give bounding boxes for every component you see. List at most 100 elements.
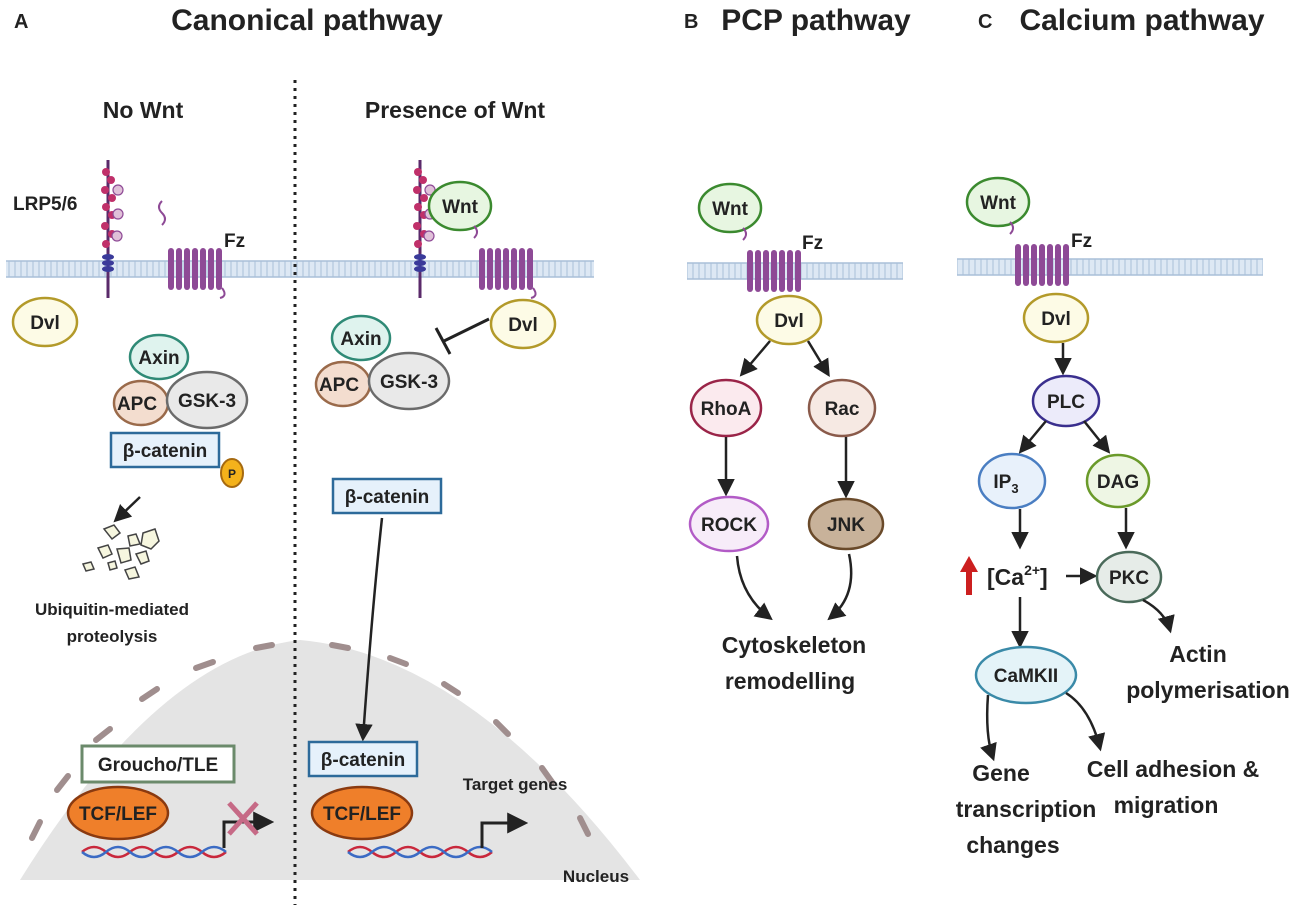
wnt-b-label: Wnt <box>712 199 749 220</box>
panel-b-letter: B <box>684 11 698 33</box>
axin-right-label: Axin <box>340 329 381 350</box>
arrow-plc-ip3 <box>1018 420 1047 454</box>
tcf-right: TCF/LEF <box>310 785 414 841</box>
arrow-camkii-gene <box>980 694 997 762</box>
ip3-node: IP3 <box>977 452 1047 510</box>
frizzled-receptor-c <box>1009 221 1069 286</box>
no-wnt-heading: No Wnt <box>103 97 184 123</box>
beta-catenin-right-label: β-catenin <box>345 487 429 508</box>
rhoa-node: RhoA <box>689 378 763 438</box>
jnk-label: JNK <box>827 515 865 536</box>
adhesion-line1: Cell adhesion & <box>1087 756 1260 782</box>
active-transcription-arrow <box>480 812 529 848</box>
pcp-outcome-line2: remodelling <box>725 668 855 694</box>
ip3-label: IP3 <box>993 472 1018 496</box>
tcf-left-label: TCF/LEF <box>79 804 157 825</box>
camkii-node: CaMKII <box>974 645 1078 705</box>
arrow-plc-dag <box>1083 420 1111 454</box>
dag-label: DAG <box>1097 472 1139 493</box>
beta-catenin-left-label: β-catenin <box>123 441 207 462</box>
wnt-ligand-a: Wnt <box>427 180 493 232</box>
calcium-label: [Ca2+] <box>987 562 1048 590</box>
inhibition-arrow <box>434 317 490 355</box>
arrow-proteolysis <box>113 496 141 523</box>
pcp-panel: Wnt Fz Dvl RhoA Rac <box>687 182 903 694</box>
frizzled-receptor-b <box>742 227 801 292</box>
rock-node: ROCK <box>688 495 770 553</box>
adhesion-line2: migration <box>1114 792 1219 818</box>
apc-right-label: APC <box>319 375 359 396</box>
nucleus-label: Nucleus <box>563 867 629 886</box>
actin-line2: polymerisation <box>1126 677 1290 703</box>
fz-b-label: Fz <box>802 233 823 254</box>
membrane-a <box>6 261 594 277</box>
dvl-c-label: Dvl <box>1041 309 1071 330</box>
dna-right <box>347 845 493 859</box>
arrow-dvl-rhoa <box>739 340 771 377</box>
presence-wnt-heading: Presence of Wnt <box>365 97 546 123</box>
apc-left-label: APC <box>117 394 157 415</box>
beta-catenin-right: β-catenin <box>331 477 443 515</box>
wnt-ligand-b: Wnt <box>697 182 763 234</box>
tcf-left: TCF/LEF <box>66 785 170 841</box>
frizzled-receptor-left <box>158 200 226 299</box>
destruction-complex-right: Axin APC GSK-3 <box>314 314 451 411</box>
dvl-left-label: Dvl <box>30 313 60 334</box>
plc-node: PLC <box>1031 374 1101 428</box>
arrow-camkii-adhesion <box>1065 691 1106 752</box>
groucho-label: Groucho/TLE <box>98 755 218 776</box>
phospho-label: P <box>228 467 236 481</box>
arrow-rock-outcome <box>735 555 773 621</box>
gene-line1: Gene <box>972 760 1030 786</box>
rhoa-label: RhoA <box>701 399 752 420</box>
panel-a-letter: A <box>14 11 28 33</box>
protein-fragments <box>81 524 160 580</box>
gsk-right-label: GSK-3 <box>380 372 438 393</box>
fz-label-left: Fz <box>224 231 245 252</box>
canonical-panel: Nucleus No Wnt LRP5/6 <box>6 80 640 905</box>
destruction-complex-left: Axin APC GSK-3 <box>112 333 249 430</box>
frizzled-receptor-right <box>473 225 537 299</box>
wnt-ligand-c: Wnt <box>965 176 1031 228</box>
fz-c-label: Fz <box>1071 231 1092 252</box>
nuclear-pores <box>29 642 591 841</box>
plc-label: PLC <box>1047 392 1085 413</box>
calcium-panel: Wnt Fz Dvl PLC IP3 D <box>956 176 1290 858</box>
lrp-receptor <box>101 160 124 298</box>
actin-line1: Actin <box>1169 641 1227 667</box>
arrow-dvl-rac <box>806 340 830 377</box>
dna-left <box>81 845 227 859</box>
arrow-translocation <box>355 517 384 742</box>
groucho-box: Groucho/TLE <box>80 744 236 784</box>
rac-node: Rac <box>807 378 877 438</box>
axin-left-label: Axin <box>138 348 179 369</box>
wnt-a-label: Wnt <box>442 197 479 218</box>
beta-catenin-left: β-catenin P <box>109 431 244 488</box>
dvl-node-b: Dvl <box>755 294 823 346</box>
blocked-transcription <box>222 801 275 848</box>
rac-label: Rac <box>825 399 860 420</box>
panel-c-title: Calcium pathway <box>1019 4 1264 37</box>
target-genes-label: Target genes <box>463 775 568 794</box>
pkc-label: PKC <box>1109 568 1149 589</box>
gene-line3: changes <box>966 832 1059 858</box>
jnk-node: JNK <box>807 497 885 551</box>
arrow-pkc-actin <box>1142 598 1175 634</box>
gsk-left-label: GSK-3 <box>178 391 236 412</box>
calcium-increase-arrow <box>960 556 978 595</box>
dvl-node-right: Dvl <box>489 298 557 350</box>
panel-c-letter: C <box>978 11 992 33</box>
dvl-node-left: Dvl <box>11 296 79 348</box>
dvl-b-label: Dvl <box>774 311 804 332</box>
proteolysis-line2: proteolysis <box>67 627 158 646</box>
camkii-label: CaMKII <box>994 666 1058 687</box>
pcp-outcome-line1: Cytoskeleton <box>722 632 866 658</box>
panel-b-title: PCP pathway <box>721 4 911 37</box>
rock-label: ROCK <box>701 515 757 536</box>
proteolysis-line1: Ubiquitin-mediated <box>35 600 189 619</box>
lrp-receptor-right <box>413 160 436 298</box>
dvl-right-label: Dvl <box>508 315 538 336</box>
wnt-c-label: Wnt <box>980 193 1017 214</box>
beta-catenin-nuclear: β-catenin <box>307 740 419 778</box>
dvl-node-c: Dvl <box>1022 292 1090 344</box>
